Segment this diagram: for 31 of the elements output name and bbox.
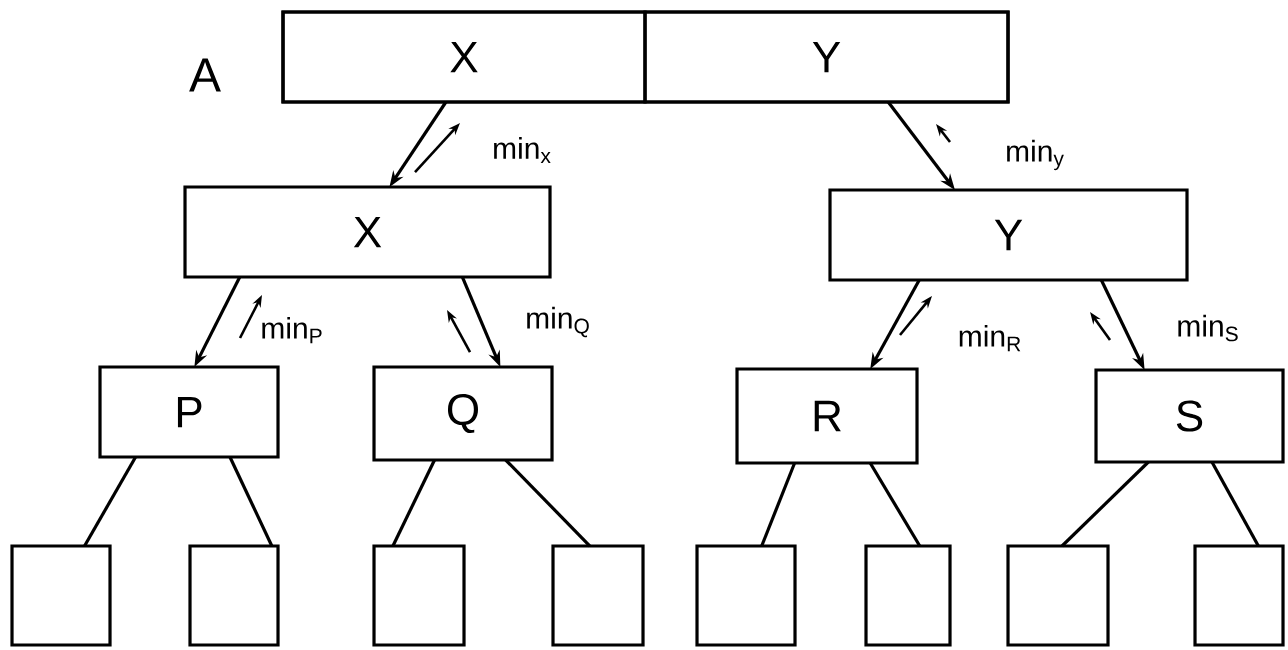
empty-box <box>551 544 645 647</box>
node-box: P <box>98 365 280 459</box>
node-box: Y <box>828 188 1189 282</box>
node-box: X <box>183 185 552 279</box>
edge-label: min$_{S}$ <box>1174 312 1242 344</box>
empty-box <box>1006 544 1110 647</box>
connector <box>504 458 592 548</box>
empty-box <box>864 544 952 647</box>
edge-label: min$_{y}$ <box>1003 137 1067 173</box>
node-box: Q <box>372 365 554 462</box>
connector <box>868 462 922 547</box>
edge-label: min$_{P}$ <box>258 314 326 346</box>
empty-box <box>1193 544 1285 647</box>
edge-label: min$_{x}$ <box>490 135 554 166</box>
empty-box <box>188 544 280 647</box>
cell: Y <box>643 10 1010 104</box>
edge-label: min$_{R}$ <box>955 322 1025 354</box>
cell: X <box>281 10 647 104</box>
connector <box>391 459 436 547</box>
connector <box>1060 460 1150 548</box>
node-box: S <box>1094 368 1285 464</box>
node-box: R <box>735 367 919 465</box>
edge-label: min$_{Q}$ <box>523 304 593 340</box>
box-label: A <box>189 58 221 92</box>
empty-box <box>10 544 112 647</box>
connector <box>83 456 137 547</box>
connector <box>1210 461 1260 547</box>
empty-box <box>695 544 797 647</box>
connector <box>228 456 274 547</box>
connector <box>760 462 797 547</box>
empty-box <box>372 544 466 647</box>
